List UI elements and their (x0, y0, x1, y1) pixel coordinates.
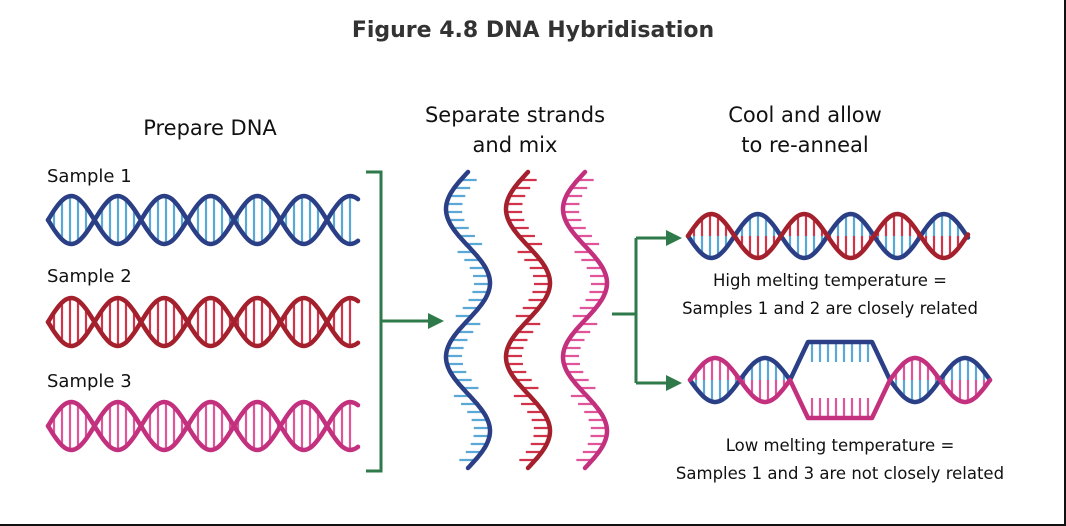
high-melting-caption-line2: Samples 1 and 2 are closely related (682, 299, 978, 318)
backbone-strand (560, 169, 610, 471)
single-strand-sample-1 (443, 169, 493, 471)
bubble-strand-bottom (787, 379, 893, 421)
low-melting-caption-line1: Low melting temperature = (725, 436, 955, 455)
step-cool-heading-line2: to re-anneal (741, 133, 869, 157)
figure-title: Figure 4.8 DNA Hybridisation (351, 18, 715, 43)
sample-1-label: Sample 1 (47, 166, 132, 187)
arrow-head (666, 375, 682, 391)
single-strand-sample-2 (503, 169, 553, 471)
backbone-strand (685, 211, 971, 261)
arrow-head (428, 313, 444, 329)
samples-bracket (366, 170, 383, 473)
sample-3-label: Sample 3 (47, 371, 132, 392)
step-separate-heading-line1: Separate strands (424, 103, 606, 127)
hybrid-helix-samples-1-2 (685, 211, 971, 261)
backbone-strand (503, 169, 553, 471)
arrow-head (666, 230, 682, 246)
step-prepare-heading: Prepare DNA (143, 116, 277, 140)
backbone-strand (45, 399, 361, 453)
backbone-strand (443, 169, 493, 471)
backbone-strand (45, 295, 361, 349)
bracket-line (366, 170, 383, 473)
sample-1-dna-helix (45, 193, 361, 247)
bubble-strand-top (787, 339, 893, 381)
backbone-strand (45, 193, 361, 247)
sample-2-label: Sample 2 (47, 266, 132, 287)
high-melting-caption-line1: High melting temperature = (713, 271, 947, 290)
step-separate-heading-line2: and mix (472, 133, 558, 157)
branching-arrows-to-results (612, 230, 682, 391)
hybrid-helix-samples-1-3 (687, 339, 993, 421)
backbone-strand (45, 399, 361, 453)
sample-3-dna-helix (45, 399, 361, 453)
low-melting-caption-line2: Samples 1 and 3 are not closely related (675, 464, 1005, 483)
arrow-to-separate (381, 313, 444, 329)
backbone-strand (45, 193, 361, 247)
backbone-strand (887, 355, 993, 405)
single-strand-sample-3 (560, 169, 610, 471)
backbone-strand (45, 295, 361, 349)
sample-2-dna-helix (45, 295, 361, 349)
step-cool-heading-line1: Cool and allow (728, 103, 882, 127)
backbone-strand (687, 355, 793, 405)
